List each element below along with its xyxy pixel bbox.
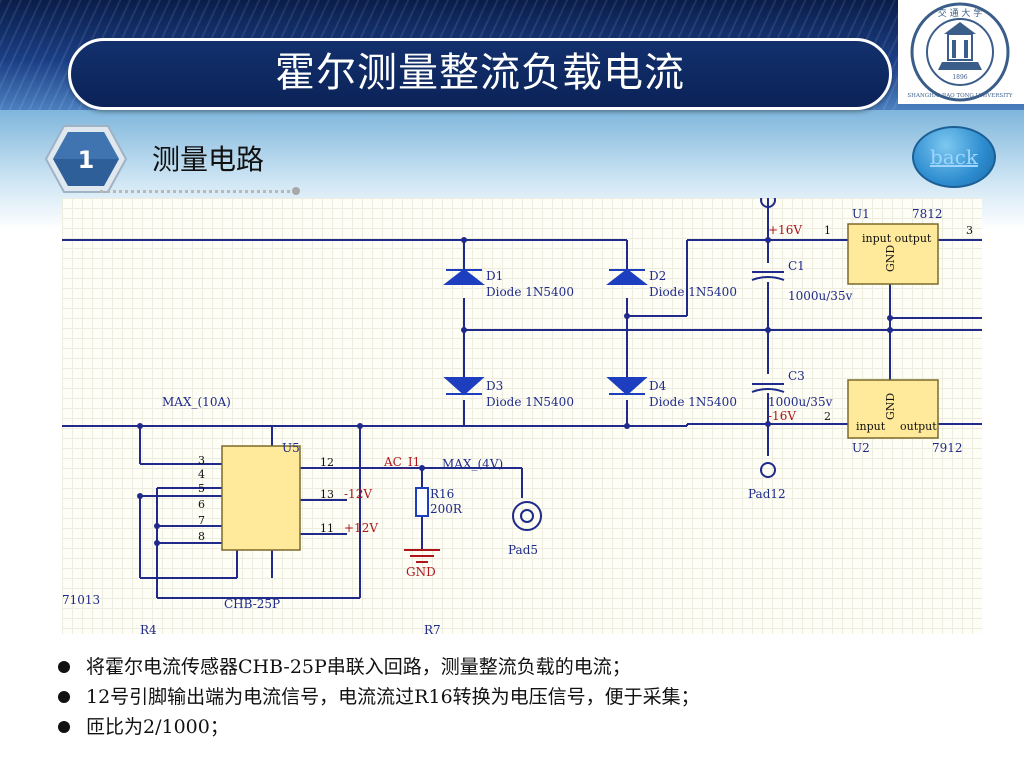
back-label: back xyxy=(929,145,979,169)
pin11-net: +12V xyxy=(344,521,378,535)
ac-i1-label: AC_I1 xyxy=(383,455,420,469)
logo-year: 1896 xyxy=(952,74,967,81)
u1-label: U1 xyxy=(852,207,870,221)
d3-label: D3 xyxy=(486,379,503,393)
bullet-dot-icon xyxy=(58,721,70,733)
u5-pin-7: 7 xyxy=(198,514,205,527)
d2-label: D2 xyxy=(649,269,666,283)
pin13-net: -12V xyxy=(344,487,372,501)
u2-output: output xyxy=(900,420,937,433)
u2-part: 7912 xyxy=(932,441,963,455)
r16-label: R16 xyxy=(430,487,454,501)
step-badge: 1 xyxy=(44,124,128,194)
u1-gnd: GND xyxy=(884,245,897,272)
bullet-item: 匝比为2/1000； xyxy=(56,712,1006,742)
pad5-label: Pad5 xyxy=(508,543,538,557)
bullet-text: 将霍尔电流传感器CHB-25P串联入回路，测量整流负载的电流； xyxy=(86,656,631,678)
step-number: 1 xyxy=(78,146,95,174)
back-button[interactable]: back xyxy=(912,126,996,188)
u5-pin-6: 6 xyxy=(198,498,205,511)
u5-pin-13: 13 xyxy=(320,488,334,501)
c3-value: 1000u/35v xyxy=(768,395,833,409)
bullet-text: 12号引脚输出端为电流信号，电流流过R16转换为电压信号，便于采集； xyxy=(86,686,700,708)
r16-value: 200R xyxy=(430,502,463,516)
r4-label: R4 xyxy=(140,623,157,634)
section-divider-dot xyxy=(292,187,300,195)
plus16-label: +16V xyxy=(768,223,802,237)
max4-label: MAX_(4V) xyxy=(442,457,503,471)
bullet-item: 12号引脚输出端为电流信号，电流流过R16转换为电压信号，便于采集； xyxy=(56,682,1006,712)
d2-type: Diode 1N5400 xyxy=(649,285,737,299)
u2-gnd: GND xyxy=(884,393,897,420)
logo-bottom-text: SHANGHAI JIAO TONG UNIVERSITY xyxy=(907,93,1013,99)
title-pill xyxy=(68,38,892,110)
u5-label: U5 xyxy=(282,441,300,455)
bullet-dot-icon xyxy=(58,661,70,673)
schematic-diagram: U1 7812 U2 7912 D1 Diode 1N5400 D2 Diode… xyxy=(62,198,982,634)
u5-pin-12: 12 xyxy=(320,456,334,469)
partial-label: 71013 xyxy=(62,593,100,607)
section-title: 测量电路 xyxy=(152,143,265,176)
gnd-label: GND xyxy=(406,565,436,579)
c1-value: 1000u/35v xyxy=(788,289,853,303)
u1-io: input output xyxy=(862,232,932,245)
u2-pin-2: 2 xyxy=(824,410,831,423)
u5-pin-5: 5 xyxy=(198,482,205,495)
chb-label: CHB-25P xyxy=(224,597,280,611)
r7-label: R7 xyxy=(424,623,441,634)
bullet-dot-icon xyxy=(58,691,70,703)
u5-pin-8: 8 xyxy=(198,530,205,543)
u1-pin-1: 1 xyxy=(824,224,831,237)
d4-type: Diode 1N5400 xyxy=(649,395,737,409)
slide-title: 霍尔测量整流负载电流 xyxy=(275,50,685,96)
c1-label: C1 xyxy=(788,259,805,273)
minus16-label: -16V xyxy=(768,409,796,423)
bullet-item: 将霍尔电流传感器CHB-25P串联入回路，测量整流负载的电流； xyxy=(56,652,1006,682)
u1-pin-3: 3 xyxy=(966,224,973,237)
d4-label: D4 xyxy=(649,379,667,393)
u1-part: 7812 xyxy=(912,207,943,221)
u5-pin-4: 4 xyxy=(198,468,205,481)
u2-input: input xyxy=(856,420,886,433)
logo-top-text: 交 通 大 学 xyxy=(938,7,983,19)
u5-pin-3: 3 xyxy=(198,454,205,467)
max10-label: MAX_(10A) xyxy=(162,395,231,409)
section-divider xyxy=(100,190,296,193)
university-logo: 交 通 大 学 SHANGHAI JIAO TONG UNIVERSITY 18… xyxy=(898,0,1024,104)
pad12-label: Pad12 xyxy=(748,487,786,501)
d3-type: Diode 1N5400 xyxy=(486,395,574,409)
d1-type: Diode 1N5400 xyxy=(486,285,574,299)
d1-label: D1 xyxy=(486,269,503,283)
u2-label: U2 xyxy=(852,441,870,455)
bullet-text: 匝比为2/1000； xyxy=(86,716,229,738)
sjtu-emblem-icon: 交 通 大 学 SHANGHAI JIAO TONG UNIVERSITY 18… xyxy=(907,2,1013,102)
bullet-list: 将霍尔电流传感器CHB-25P串联入回路，测量整流负载的电流； 12号引脚输出端… xyxy=(56,652,1006,742)
c3-label: C3 xyxy=(788,369,805,383)
u5-pin-11: 11 xyxy=(320,522,334,535)
